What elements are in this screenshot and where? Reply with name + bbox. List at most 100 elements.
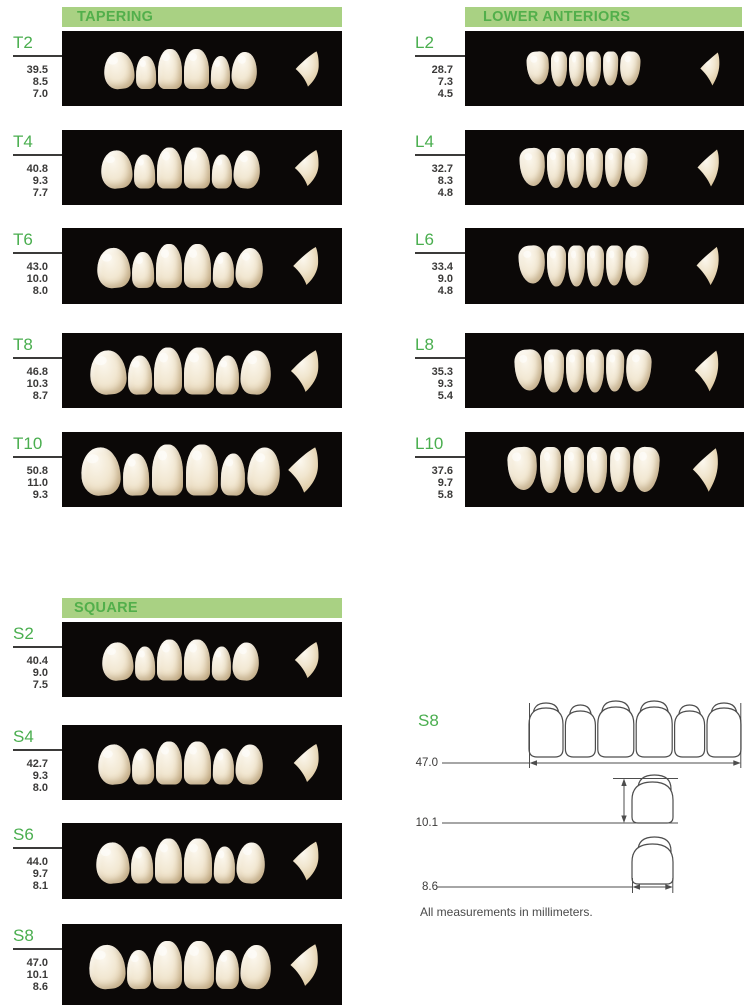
measurements: 39.5 8.5 7.0 [8,64,48,100]
diagram-tooth-length-value: 10.1 [415,817,438,829]
label-underline [13,847,62,849]
tooth-photo [234,246,265,290]
section-header-tapering: TAPERING [62,7,342,27]
teeth-side-view [699,51,724,87]
tooth-photo [547,147,565,188]
measurement-value: 5.4 [437,389,453,402]
tooth-photo [622,146,649,188]
mould-label-column: L6 33.4 9.0 4.8 [410,228,465,304]
measurement-value: 8.1 [32,879,48,892]
measurement-value: 39.5 [26,64,48,76]
measurement-value: 4.8 [437,186,453,199]
mould-label-column: S8 47.0 10.1 8.6 [8,924,62,1005]
tooth-photo [157,639,182,680]
tooth-photo [213,846,236,884]
measurements: 47.0 10.1 8.6 [8,957,48,993]
tooth-photo [211,153,233,189]
tooth-photo [131,251,155,289]
mould-label-column: T6 43.0 10.0 8.0 [8,228,62,304]
measurement-value: 40.4 [26,655,48,667]
tooth-photo [156,244,182,288]
tooth-photo [547,245,566,287]
side-view-tooth-shape [692,447,718,492]
tooth-photo [618,50,642,86]
tooth-photo [153,940,182,989]
teeth-photo-panel [465,333,744,408]
side-view-tooth-shape [694,350,719,391]
mould-row: S6 44.0 9.7 8.1 [8,823,342,899]
side-view-tooth-shape [292,841,319,881]
teeth-front-view [99,147,262,190]
teeth-photo-panel [62,130,342,205]
label-underline [13,456,62,458]
label-underline [13,154,62,156]
section-header-square: SQUARE [62,598,342,618]
label-underline [13,948,62,950]
tooth-photo [127,354,153,395]
mould-label: S6 [13,825,34,844]
teeth-side-view [696,147,724,188]
tooth-photo [586,51,601,86]
tooth-photo [525,50,551,85]
tooth-photo [239,348,273,396]
tooth-photo [152,444,183,495]
section-header-label: SQUARE [74,600,138,616]
mould-row: S2 40.4 9.0 7.5 [8,622,342,697]
tooth-photo [131,747,155,785]
mould-label-column: T2 39.5 8.5 7.0 [8,31,62,106]
label-underline [13,252,62,254]
teeth-side-view [291,742,322,783]
mould-label-column: S4 42.7 9.3 8.0 [8,725,62,800]
tooth-photo [210,55,231,89]
teeth-front-view [102,48,259,90]
mould-row: T4 40.8 9.3 7.7 [8,130,342,205]
teeth-front-view [517,244,650,287]
tooth-photo [212,251,235,289]
measurement-value: 8.6 [32,980,48,993]
tooth-photo [93,840,132,886]
mould-label: T2 [13,33,33,52]
teeth-photo-panel [465,432,744,507]
measurement-value: 37.6 [431,465,453,477]
tooth-photo [158,48,182,89]
measurement-value: 10.3 [26,377,48,390]
measurement-value: 9.0 [437,272,453,285]
label-underline [13,749,62,751]
teeth-side-view [293,50,322,88]
label-underline [13,646,62,648]
mould-label-column: L2 28.7 7.3 4.5 [410,31,465,106]
measurement-value: 46.8 [26,366,48,378]
mould-label: S4 [13,727,34,746]
mould-label: T10 [13,434,43,453]
tooth-photo [609,446,631,492]
teeth-front-view [95,741,265,786]
tooth-photo [517,244,547,285]
section-header-label: TAPERING [77,9,154,25]
tooth-photo [232,148,262,190]
mould-label: L6 [415,230,434,249]
tooth-photo [133,153,156,189]
measurement-value: 9.3 [32,174,48,187]
diagram-arch-width-value: 47.0 [415,757,438,769]
mould-label: S2 [13,624,34,643]
teeth-front-view [525,50,642,86]
mould-row: L2 28.7 7.3 4.5 [410,31,744,106]
teeth-photo-panel [62,432,342,507]
tooth-photo [184,347,214,394]
tooth-photo [94,246,133,290]
mould-row: T10 50.8 11.0 9.3 [8,432,342,507]
diagram-drawing [437,700,742,893]
mould-label: L10 [415,434,444,453]
measurement-value: 10.1 [26,968,48,981]
measurement-value: 28.7 [431,64,453,76]
tooth-photo [95,742,133,786]
measurement-value: 8.0 [32,284,48,297]
teeth-photo-panel [62,228,342,304]
teeth-front-view [513,348,653,392]
mould-row: S8 47.0 10.1 8.6 [8,924,342,1005]
measurements: 28.7 7.3 4.5 [410,64,453,100]
tooth-photo [544,349,564,392]
side-view-tooth-shape [697,149,719,186]
mould-row: L6 33.4 9.0 4.8 [410,228,744,304]
tooth-photo [567,147,584,188]
